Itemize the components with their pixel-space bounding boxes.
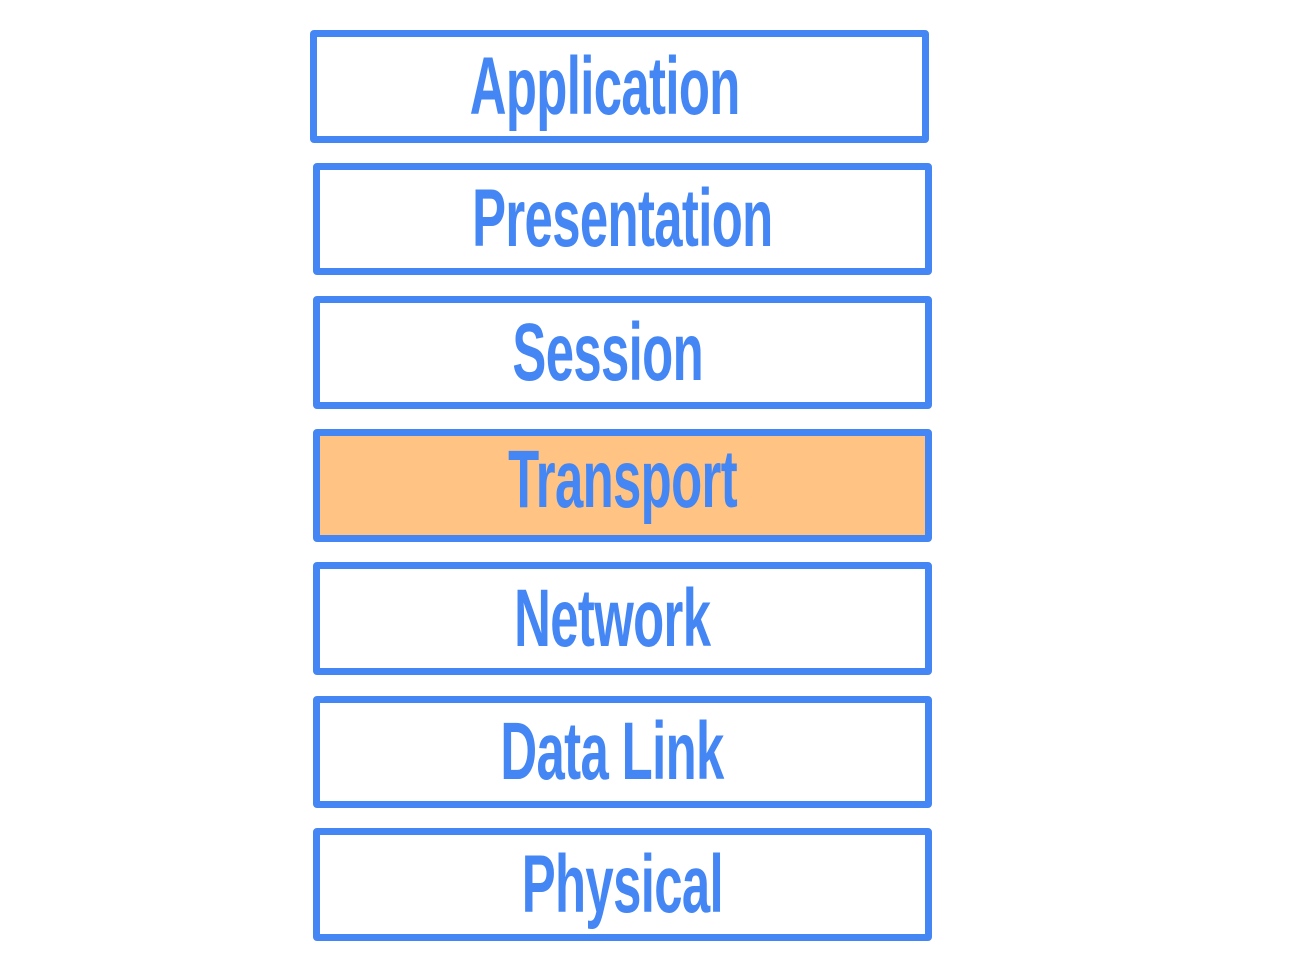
layer-transport: Transport	[313, 429, 932, 542]
layer-label: Network	[514, 572, 711, 664]
layer-label: Physical	[521, 838, 724, 930]
layer-label: Application	[469, 40, 741, 132]
layer-label: Session	[512, 306, 703, 398]
layer-label: Presentation	[472, 173, 773, 264]
layer-presentation: Presentation	[313, 163, 932, 275]
layer-application: Application	[310, 30, 929, 143]
layer-label: Data Link	[500, 706, 725, 797]
layer-physical: Physical	[313, 828, 932, 941]
layer-label: Transport	[508, 433, 738, 525]
layer-network: Network	[313, 562, 932, 675]
layer-data-link: Data Link	[313, 696, 932, 808]
layer-session: Session	[313, 296, 932, 409]
